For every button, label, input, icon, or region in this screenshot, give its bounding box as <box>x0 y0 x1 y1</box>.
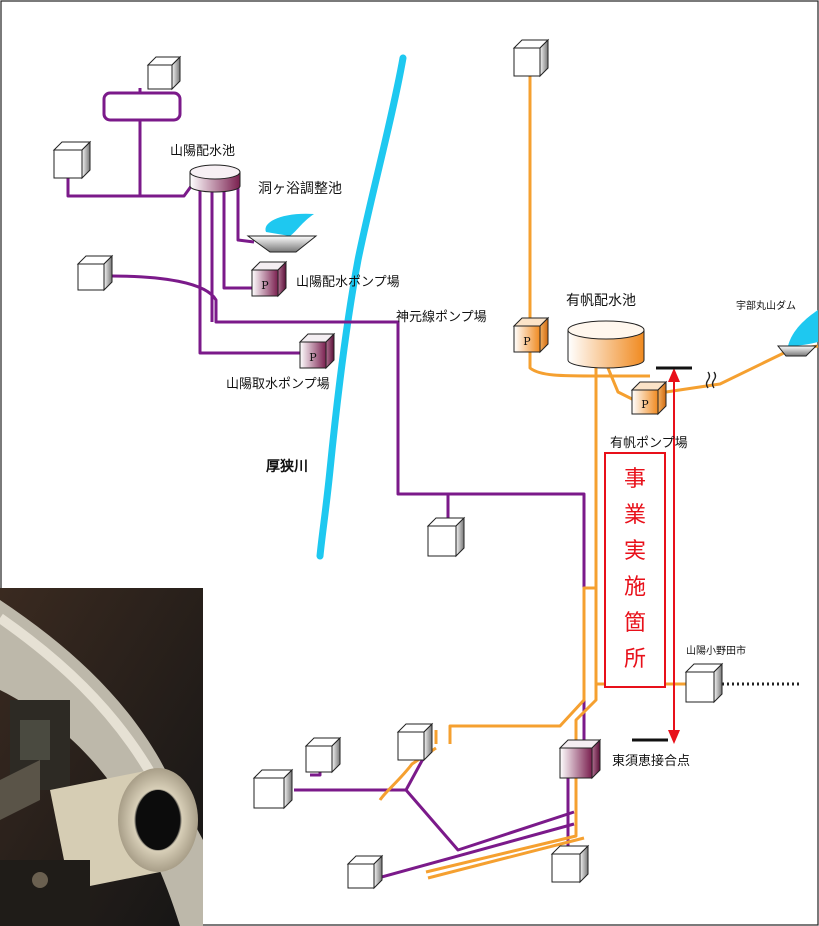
ube-maruyama-dam-label: 宇部丸山ダム <box>736 301 796 312</box>
gray-cube <box>304 736 342 774</box>
svg-text:P: P <box>641 398 649 411</box>
asa-river-line <box>316 54 407 560</box>
gray-cube <box>684 662 724 704</box>
sanyo-onoda-city-label: 山陽小野田市 <box>686 646 746 657</box>
project-char: 箇 <box>623 611 646 636</box>
sanyo-reservoir-label: 山陽配水池 <box>170 144 236 159</box>
svg-text:P: P <box>261 279 269 292</box>
project-char: 所 <box>623 647 646 672</box>
orange-pipelines <box>378 76 819 880</box>
gray-cube <box>346 854 384 890</box>
ariho-reservoir-tank <box>567 320 645 369</box>
kamimoto-pump-label: 神元線ポンプ場 <box>396 310 487 325</box>
svg-text:P: P <box>523 335 531 348</box>
gray-cube <box>512 38 550 78</box>
gray-cube <box>76 254 114 292</box>
higashi-sue-junction-icon <box>558 738 602 780</box>
sanyo-reservoir-tank <box>189 164 241 193</box>
project-char: 事 <box>623 467 646 492</box>
sanyo-intake-pump-label: 山陽取水ポンプ場 <box>226 377 330 392</box>
sanyo-intake-pump-icon: P <box>298 332 336 370</box>
project-range-arrow <box>632 366 692 744</box>
gray-cube <box>252 768 294 810</box>
gray-cube <box>52 140 92 180</box>
ariho-pump-label: 有帆ポンプ場 <box>610 436 688 451</box>
gray-cube <box>146 55 182 91</box>
horagaeki-pond-icon <box>246 213 318 253</box>
gray-cube <box>426 516 466 558</box>
ube-maruyama-dam-icon <box>776 310 818 357</box>
svg-text:P: P <box>309 351 317 364</box>
wave-symbol <box>705 371 717 389</box>
higashi-sue-junction-label: 東須恵接合点 <box>612 754 691 769</box>
sanyo-distribution-pump-label: 山陽配水ポンプ場 <box>296 275 400 290</box>
pipe-photo <box>0 588 203 926</box>
ariho-pump-icon: P <box>630 380 668 416</box>
project-char: 業 <box>623 503 646 528</box>
project-char: 施 <box>623 575 646 600</box>
sanyo-distribution-pump-icon: P <box>250 260 288 298</box>
asa-river-label: 厚狭川 <box>266 459 308 475</box>
project-area-box: 事 業 実 施 箇 所 <box>604 452 666 688</box>
ariho-reservoir-label: 有帆配水池 <box>566 293 636 309</box>
gray-cube <box>550 844 590 884</box>
gray-cube <box>396 722 434 762</box>
project-char: 実 <box>623 539 646 564</box>
horagaeki-pond-label: 洞ヶ浴調整池 <box>258 181 342 197</box>
kamimoto-pump-icon: P <box>512 316 550 354</box>
